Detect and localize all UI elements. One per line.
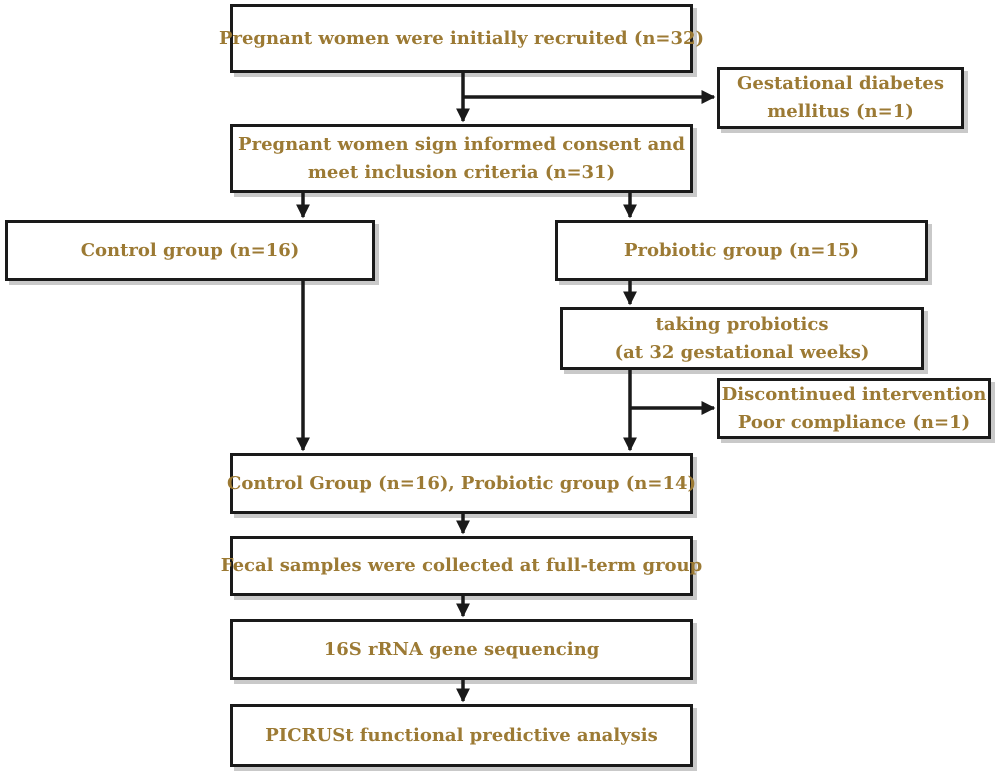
discontinued-text-line-1: Discontinued intervention [721, 383, 987, 405]
picrust-box: PICRUSt functional predictive analysis [230, 704, 693, 767]
control-group-box: Control group (n=16) [5, 220, 375, 281]
gdm-text-line-2: mellitus (n=1) [767, 101, 914, 122]
taking-probiotics-line-1: taking probiotics [655, 313, 829, 335]
discontinued-box: Discontinued intervention Poor complianc… [717, 378, 991, 439]
gdm-exclusion-box: Gestational diabetes mellitus (n=1) [717, 67, 964, 129]
consent-text-line-2: meet inclusion criteria (n=31) [307, 161, 616, 183]
fecal-samples-text: Fecal samples were collected at full-ter… [220, 555, 703, 576]
taking-probiotics-line-2: (at 32 gestational weeks) [614, 341, 870, 363]
sequencing-box: 16S rRNA gene sequencing [230, 619, 693, 680]
probiotic-group-box: Probiotic group (n=15) [555, 220, 928, 281]
combined-groups-text: Control Group (n=16), Probiotic group (n… [227, 472, 697, 494]
consent-box: Pregnant women sign informed consent and… [230, 124, 693, 193]
probiotic-group-text: Probiotic group (n=15) [623, 239, 860, 261]
picrust-text: PICRUSt functional predictive analysis [265, 724, 658, 746]
taking-probiotics-box: taking probiotics (at 32 gestational wee… [560, 307, 924, 370]
fecal-samples-box: Fecal samples were collected at full-ter… [221, 536, 702, 596]
consent-text-line-1: Pregnant women sign informed consent and [238, 133, 685, 155]
recruited-text: Pregnant women were initially recruited … [218, 27, 705, 49]
recruited-box: Pregnant women were initially recruited … [219, 4, 704, 73]
gdm-text-line-1: Gestational diabetes [737, 73, 944, 94]
discontinued-text-line-2: Poor compliance (n=1) [737, 411, 971, 433]
sequencing-text: 16S rRNA gene sequencing [323, 638, 600, 660]
control-group-text: Control group (n=16) [80, 239, 300, 261]
combined-groups-box: Control Group (n=16), Probiotic group (n… [227, 453, 697, 514]
